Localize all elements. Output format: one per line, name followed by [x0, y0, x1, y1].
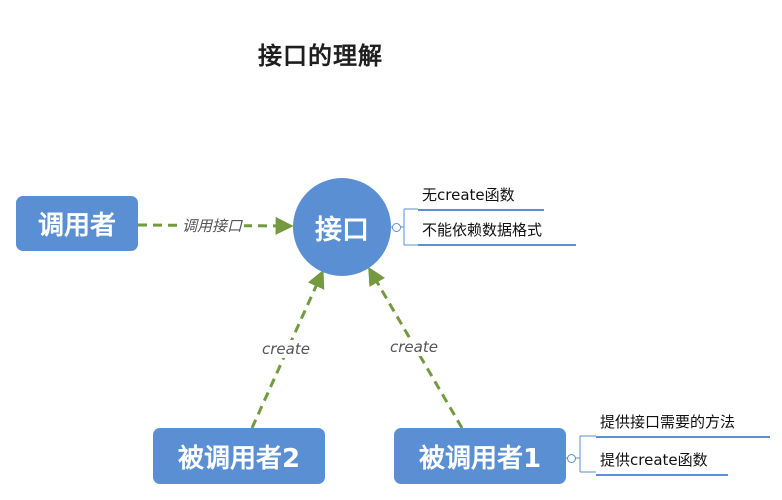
callee1-note-1[interactable]: 提供接口需要的方法 — [596, 411, 770, 438]
interface-node[interactable]: 接口 — [293, 178, 391, 276]
callee2-node[interactable]: 被调用者2 — [153, 428, 325, 484]
create-edge-label-right: create — [388, 338, 440, 356]
diagram-title: 接口的理解 — [258, 42, 383, 70]
interface-note-2[interactable]: 不能依赖数据格式 — [418, 219, 576, 246]
edge-create-impl2 — [250, 269, 325, 429]
interface-note-1[interactable]: 无create函数 — [418, 184, 544, 211]
collapse-toggle-callee1[interactable] — [567, 454, 576, 463]
caller-node[interactable]: 调用者 — [16, 196, 138, 251]
callee1-node[interactable]: 被调用者1 — [394, 428, 566, 484]
callee1-note-2[interactable]: 提供create函数 — [596, 449, 728, 476]
create-edge-label-left: create — [260, 340, 312, 358]
collapse-toggle-interface[interactable] — [392, 223, 401, 232]
call-edge-label: 调用接口 — [180, 215, 245, 236]
